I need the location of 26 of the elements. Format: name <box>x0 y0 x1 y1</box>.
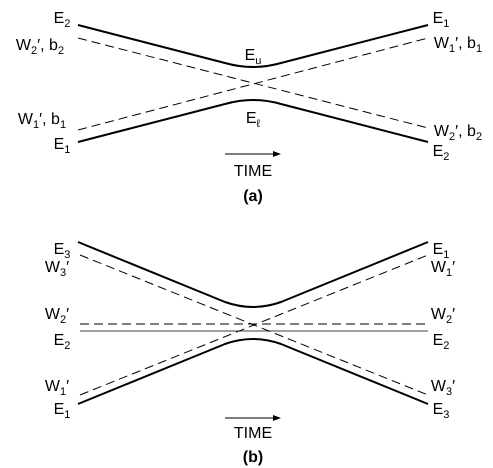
state-label: W$_{3}$′ <box>430 378 456 396</box>
energy-label: E$_{ℓ}$ <box>246 110 260 128</box>
energy-label: E$_{2}$ <box>432 332 450 350</box>
energy-label: E$_{1}$ <box>54 401 70 419</box>
panel-label: (a) <box>243 188 263 206</box>
axis-label: TIME <box>234 425 272 443</box>
axis-label: TIME <box>234 163 272 181</box>
panel-label: (b) <box>242 449 264 467</box>
state-label: W$_{2}$′, b$_{2}$ <box>434 123 482 141</box>
energy-label: E$_{2}$ <box>54 10 70 28</box>
energy-label: E$_{1}$ <box>432 10 450 28</box>
state-label: W$_{1}$′, b$_{1}$ <box>18 111 66 129</box>
state-label: W$_{1}$′ <box>430 259 456 277</box>
energy-label: E$_{u}$ <box>244 47 262 65</box>
energy-label: E$_{2}$ <box>432 143 450 161</box>
energy-label: E$_{2}$ <box>54 332 70 350</box>
state-label: W$_{1}$′, b$_{1}$ <box>434 35 482 53</box>
state-label: W$_{2}$′ <box>44 306 70 324</box>
energy-label: E$_{3}$ <box>432 401 450 419</box>
energy-label: E$_{3}$ <box>54 241 70 259</box>
state-label: W$_{1}$′ <box>44 378 70 396</box>
state-label: W$_{2}$′, b$_{2}$ <box>16 37 64 55</box>
state-label: W$_{2}$′ <box>430 306 456 324</box>
energy-label: E$_{1}$ <box>54 136 70 154</box>
state-label: W$_{3}$′ <box>44 259 70 277</box>
energy-label: E$_{1}$ <box>432 241 450 259</box>
